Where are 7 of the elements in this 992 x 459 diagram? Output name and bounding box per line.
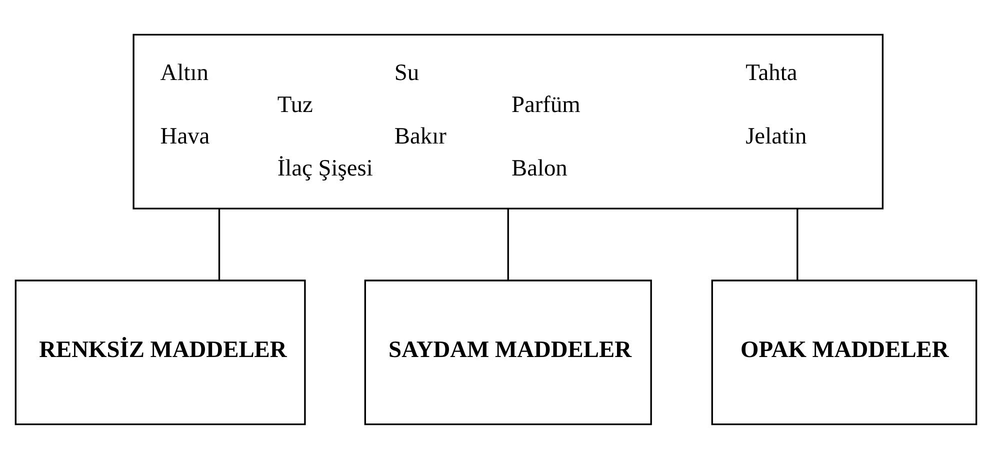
connector (796, 208, 798, 280)
node-box: RENKSİZ MADDELER (14, 280, 306, 426)
connector (218, 208, 220, 280)
node-box: SAYDAM MADDELER (364, 280, 652, 426)
node-box: Altın Su Tahta Tuz Parfüm Hava Bakır Jelatin İlaç Şişesi Balon (132, 34, 884, 210)
node-box: OPAK MADDELER (711, 280, 978, 426)
connector (507, 208, 509, 280)
